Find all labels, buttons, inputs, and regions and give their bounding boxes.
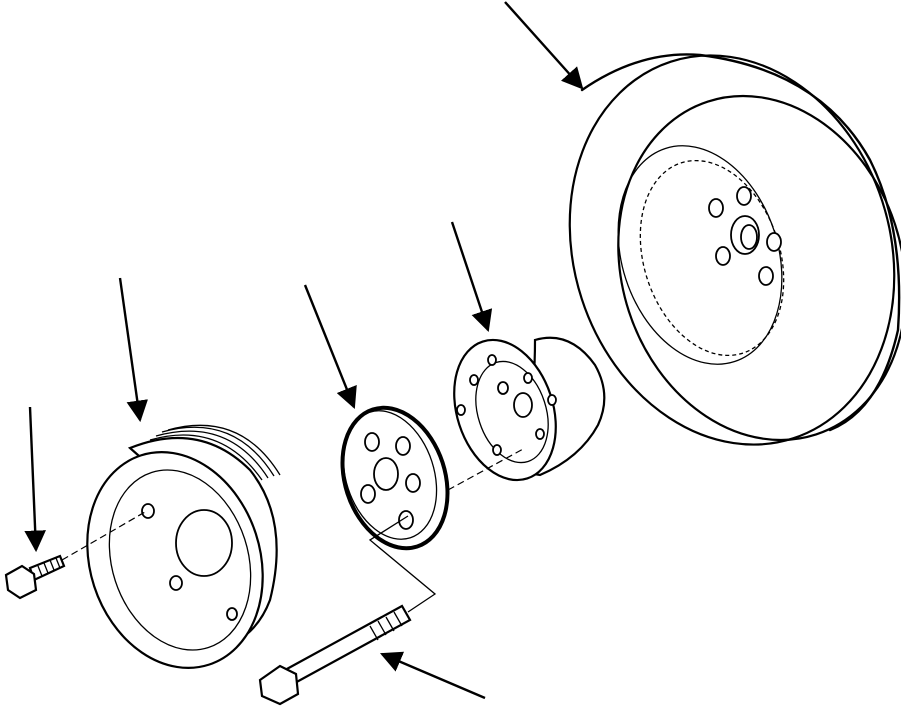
spacer-plate (340, 405, 450, 551)
hub (453, 336, 606, 482)
callout-arrow-spacer (303, 284, 357, 410)
callout-arrow-damper (504, 1, 584, 90)
pulley (86, 424, 281, 669)
center-line-long-bolt (368, 515, 437, 613)
callout-arrow-pulley (118, 277, 148, 423)
callout-arrow-hub (450, 221, 493, 333)
long-bolt (258, 604, 412, 706)
center-line-short-bolt (61, 511, 146, 561)
callout-arrow-long-bolt (380, 651, 486, 700)
callout-arrow-short-bolt (24, 406, 46, 553)
vibration-damper (568, 53, 901, 446)
short-bolt (4, 554, 66, 600)
center-line-hub (447, 447, 526, 491)
